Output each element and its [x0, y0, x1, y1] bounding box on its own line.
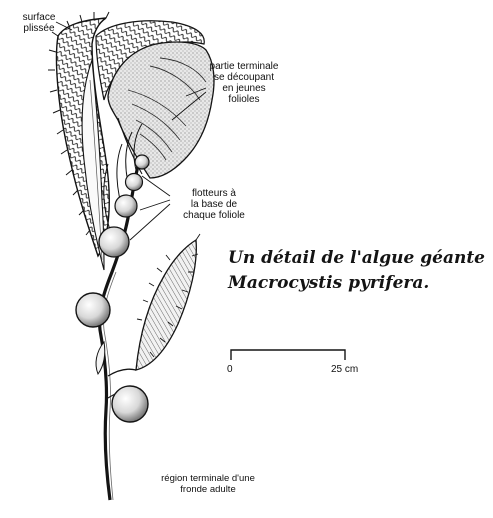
terminal-splits — [127, 57, 207, 161]
label-line: en jeunes — [222, 83, 266, 94]
float-small-2 — [124, 172, 144, 192]
label-line: la base de — [190, 199, 238, 210]
label-line: surface — [22, 12, 56, 23]
float-large-3 — [111, 385, 149, 423]
label-line: chaque foliole — [183, 210, 245, 221]
inner-blade — [81, 59, 105, 271]
caption-line-2: Macrocystis pyrifera. — [228, 273, 430, 293]
lower-blade — [95, 340, 106, 376]
label-line: fronde adulte — [180, 484, 236, 495]
label-region-terminale: région terminale d'une fronde adulte — [132, 473, 284, 495]
flotteurs-leader-1 — [141, 175, 171, 197]
surface-leader — [55, 21, 73, 31]
mature-blade-stalk — [107, 368, 137, 377]
float-small-1 — [134, 154, 150, 170]
label-line: se découpant — [213, 72, 275, 83]
label-line: folioles — [228, 94, 260, 105]
terminal-edge — [117, 117, 143, 175]
flotteurs-leader-2 — [139, 199, 171, 211]
label-line: partie terminale — [209, 61, 279, 72]
float-large-1 — [98, 226, 130, 258]
label-flotteurs: flotteurs à la base de chaque foliole — [166, 188, 262, 221]
caption-line-1: Un détail de l'algue géante — [228, 248, 485, 268]
mature-blade-spines — [136, 233, 201, 358]
float-large-2 — [75, 292, 111, 328]
scale-end-label: 25 cm — [331, 364, 359, 375]
label-surface-plissee: surface plissée — [12, 12, 66, 34]
mature-blade — [135, 238, 197, 371]
scale-start-label: 0 — [227, 364, 233, 375]
label-line: flotteurs à — [192, 188, 236, 199]
float-medium — [114, 194, 138, 218]
label-line: plissée — [23, 23, 55, 34]
label-line: région terminale d'une — [161, 473, 255, 484]
label-partie-terminale: partie terminale se découpant en jeunes … — [196, 61, 292, 105]
outer-frond-spines — [48, 11, 110, 236]
flotteurs-leader-3 — [129, 203, 171, 241]
foliole-1 — [133, 123, 143, 171]
scale-bar — [230, 349, 346, 360]
partie-leader-1 — [185, 87, 207, 97]
figure-caption: Un détail de l'algue géante Macrocystis … — [228, 246, 490, 296]
partie-leader-2 — [171, 91, 207, 121]
